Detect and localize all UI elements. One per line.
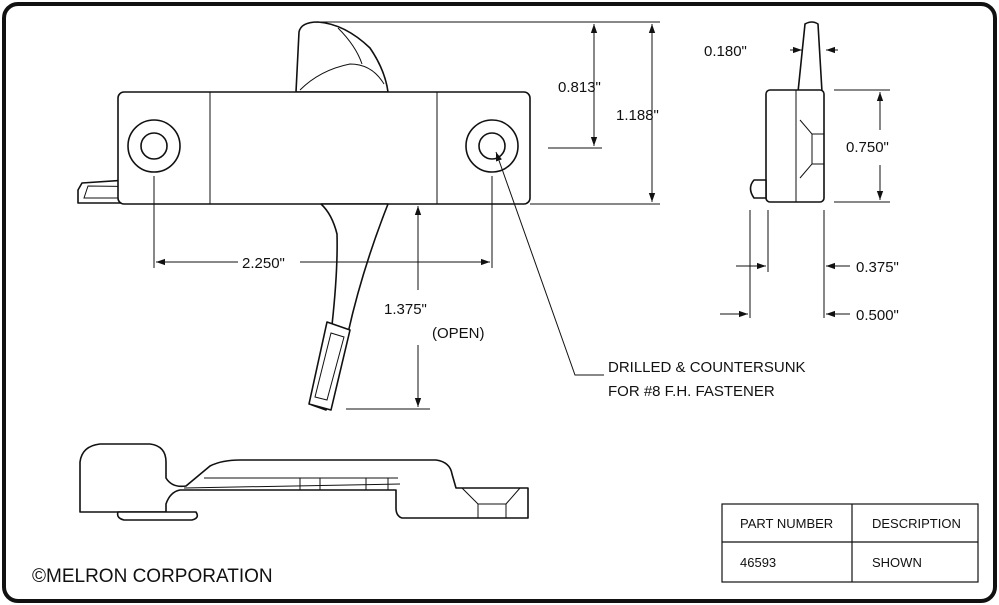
fastener-note-line2: FOR #8 F.H. FASTENER [608, 383, 775, 400]
dim-open-reach: 1.375" [384, 301, 427, 318]
part-table: PART NUMBER DESCRIPTION 46593 SHOWN [721, 503, 979, 583]
company-copyright: ©MELRON CORPORATION [32, 566, 273, 587]
table-header-description: DESCRIPTION [872, 516, 961, 531]
bottom-profile [79, 443, 529, 519]
dim-overall-depth: 0.500" [856, 307, 899, 324]
side-lever [797, 21, 823, 93]
lever-top [295, 21, 389, 93]
table-cell-description: SHOWN [872, 555, 922, 570]
dim-open-note: (OPEN) [432, 325, 485, 342]
bottom-view [79, 443, 529, 521]
side-view [720, 21, 890, 318]
dim-hole-spacing: 2.250" [242, 255, 285, 272]
dim-lever-width: 0.180" [704, 43, 747, 60]
side-tab [749, 179, 767, 199]
table-header-part-number: PART NUMBER [740, 516, 833, 531]
side-body [765, 89, 825, 203]
fastener-note-line1: DRILLED & COUNTERSUNK [608, 359, 806, 376]
dim-base-depth: 0.375" [856, 259, 899, 276]
dim-overall-height: 1.188" [616, 107, 659, 124]
table-cell-part-number: 46593 [740, 555, 776, 570]
dim-side-height: 0.750" [846, 139, 889, 156]
front-view [77, 21, 660, 411]
dim-lever-rise: 0.813" [558, 79, 601, 96]
